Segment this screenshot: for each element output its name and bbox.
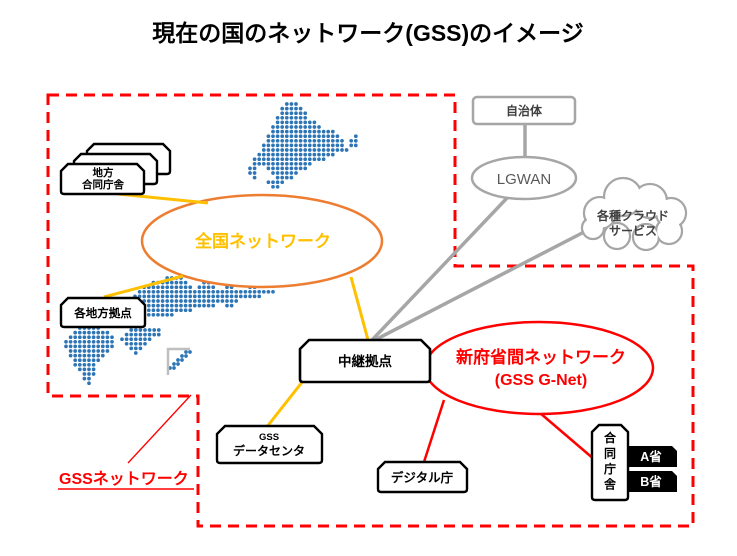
cloud-services-label-line2: サービス (609, 223, 657, 238)
cloud-services-label-line1: 各種クラウド (596, 208, 669, 223)
ministry-b-label: B省 (640, 474, 662, 489)
new-ministry-network-ellipse: 新府省間ネットワーク (GSS G-Net) (423, 320, 655, 416)
lgwan-label: LGWAN (497, 171, 551, 188)
regional-joint-label-line1: 地方 (93, 166, 114, 179)
municipality-box: 自治体 (471, 95, 577, 126)
gss-network-dashed-boundary (46, 93, 695, 528)
gss-network-callout: GSSネットワーク (58, 394, 194, 490)
gss-datacenter-label-line2: データセンタ (233, 443, 305, 458)
national-network-label: 全国ネットワーク (194, 231, 331, 251)
digital-agency-label: デジタル庁 (391, 470, 454, 485)
digital-agency-box: デジタル庁 (376, 460, 469, 494)
municipality-label: 自治体 (506, 103, 543, 118)
page-title: 現在の国のネットワーク(GSS)のイメージ (152, 20, 583, 46)
gss-datacenter-box: GSS データセンタ (215, 424, 324, 465)
gss-network-label: GSSネットワーク (59, 470, 189, 488)
ministry-a-label: A省 (640, 449, 662, 464)
red-links (422, 399, 596, 463)
okinawa-inset-bracket (166, 347, 190, 375)
ministry-a-tag: A省 (628, 446, 677, 467)
national-network-ellipse: 全国ネットワーク (140, 193, 384, 289)
gray-links (370, 124, 587, 342)
regional-bases-label: 各地方拠点 (73, 306, 132, 320)
regional-joint-label-line2: 合同庁舎 (81, 178, 124, 191)
new-ministry-network-label-line1: 新府省間ネットワーク (456, 347, 626, 367)
joint-building-label: 合同庁舎 (603, 430, 617, 492)
new-ministry-network-label-line2: (GSS G-Net) (495, 372, 587, 389)
japan-dot-map (64, 102, 358, 386)
regional-joint-buildings-stack (59, 142, 172, 196)
ministry-b-tag: B省 (628, 471, 677, 492)
relay-base-box: 中継拠点 (298, 338, 432, 384)
cloud-services-shape: 各種クラウド サービス (580, 176, 688, 252)
relay-base-label: 中継拠点 (338, 353, 392, 369)
joint-building-box: 合同庁舎 (590, 423, 630, 502)
gold-links (103, 192, 370, 429)
lgwan-ellipse: LGWAN (470, 155, 578, 201)
regional-bases-box: 各地方拠点 (59, 296, 147, 329)
gss-datacenter-label-line1: GSS (259, 432, 279, 443)
